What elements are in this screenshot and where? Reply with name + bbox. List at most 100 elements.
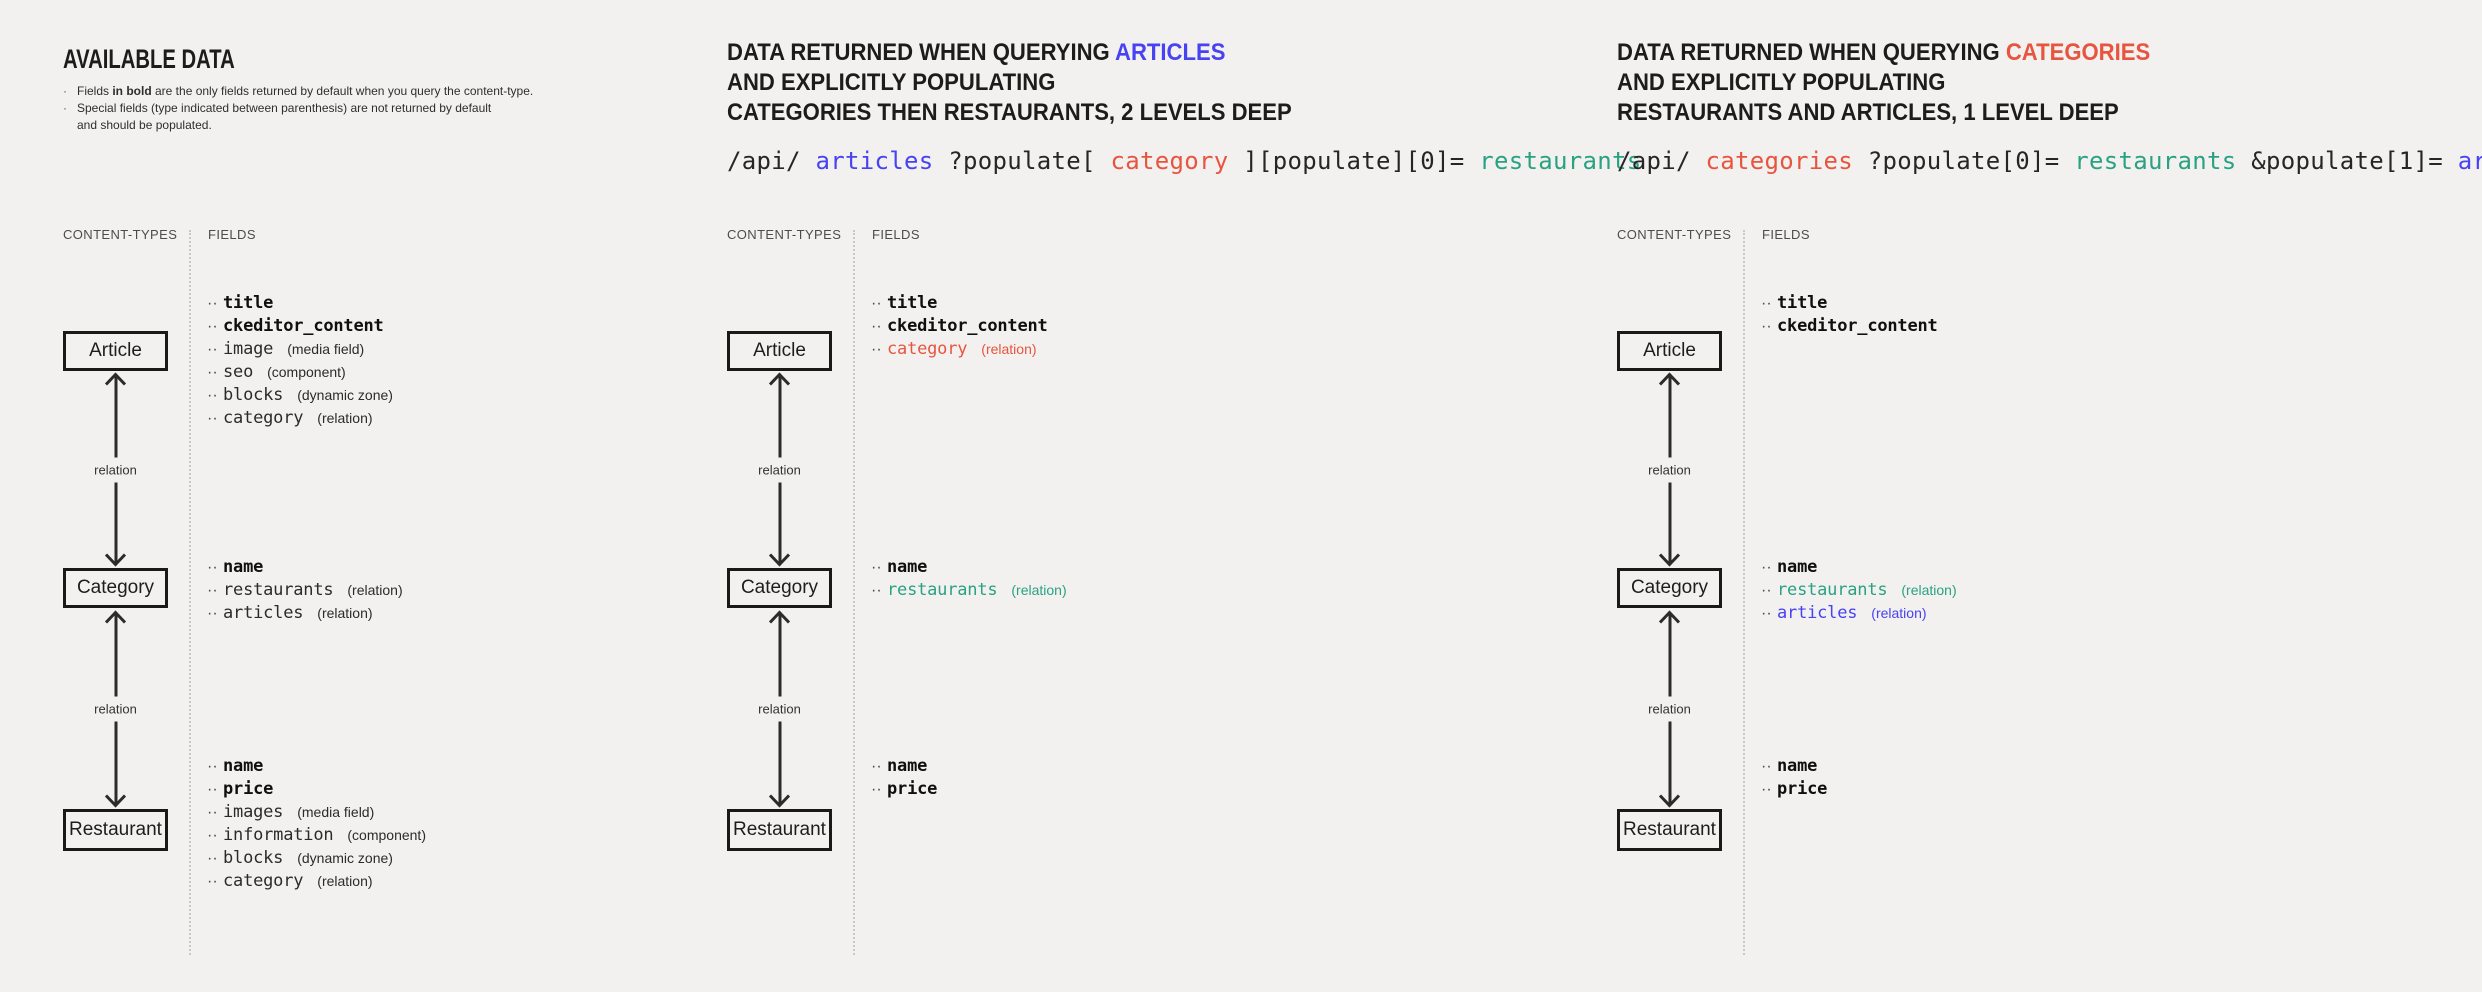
relation-arrow: relation — [92, 372, 139, 567]
field-row: ·category(relation) — [207, 870, 426, 893]
field-name: name — [1777, 756, 1818, 776]
bullet-icon: · — [1761, 556, 1777, 579]
field-row: ·name — [871, 755, 937, 778]
field-name: name — [887, 557, 928, 577]
field-type: (relation) — [981, 341, 1037, 357]
field-row: ·ckeditor_content — [207, 315, 393, 338]
bullet-icon: · — [1761, 755, 1777, 778]
bullet-icon: · — [207, 778, 223, 801]
field-row: ·name — [871, 556, 1067, 579]
bullet-icon: · — [871, 579, 887, 602]
content-type-box-article: Article — [63, 331, 168, 371]
content-type-box-article: Article — [1617, 331, 1722, 371]
field-row: ·category(relation) — [871, 338, 1048, 361]
arrowhead-down-icon — [104, 553, 127, 567]
field-row: ·seo(component) — [207, 361, 393, 384]
note-line: Special fields (type indicated between p… — [63, 100, 533, 117]
heading-text: DATA RETURNED WHEN QUERYING — [727, 39, 1116, 66]
field-name: name — [223, 557, 264, 577]
content-types-label: CONTENT-TYPES — [1617, 227, 1732, 242]
api-segment: restaurants — [1479, 147, 1642, 175]
bullet-icon — [63, 100, 77, 117]
fields-label: FIELDS — [208, 227, 256, 242]
notes: Fields in bold are the only fields retur… — [63, 83, 533, 134]
note-text: Special fields (type indicated between p… — [77, 101, 492, 115]
field-row: ·restaurants(relation) — [1761, 579, 1957, 602]
field-name: category — [223, 871, 304, 891]
bullet-icon: · — [207, 870, 223, 893]
relation-arrow: relation — [92, 610, 139, 808]
api-segment: articles — [815, 147, 934, 175]
api-segment: /api/ — [1617, 147, 1691, 175]
bullet-icon — [63, 83, 77, 100]
field-name: blocks — [223, 385, 284, 405]
relation-label: relation — [92, 696, 139, 722]
heading-line: RESTAURANTS AND ARTICLES, 1 LEVEL DEEP — [1617, 99, 2119, 126]
field-name: image — [223, 339, 274, 359]
column-query-articles: DATA RETURNED WHEN QUERYING ARTICLES AND… — [727, 0, 1641, 992]
field-row: ·price — [1761, 778, 1827, 801]
note-text: and should be populated. — [77, 118, 212, 132]
note-text: Fields in bold are the only fields retur… — [77, 84, 534, 98]
field-type: (media field) — [287, 341, 365, 357]
field-name: category — [887, 339, 968, 359]
bullet-icon: · — [207, 602, 223, 625]
fields-list-category: ·name ·restaurants(relation) ·articles(r… — [1761, 556, 1957, 625]
field-type: (media field) — [297, 804, 375, 820]
field-row: ·restaurants(relation) — [207, 579, 402, 602]
bullet-icon: · — [871, 292, 887, 315]
content-type-box-category: Category — [727, 568, 832, 608]
field-row: ·category(relation) — [207, 407, 393, 430]
field-row: ·restaurants (relation) — [871, 579, 1067, 602]
arrowhead-up-icon — [768, 372, 791, 386]
field-row: ·image (media field) — [207, 338, 393, 361]
relation-label: relation — [756, 457, 803, 482]
field-row: ·name — [207, 755, 426, 778]
field-type: (relation) — [1011, 582, 1067, 598]
heading-line: DATA RETURNED WHEN QUERYING ARTICLES — [727, 38, 1292, 68]
bullet-icon: · — [1761, 602, 1777, 625]
bullet-icon: · — [207, 315, 223, 338]
field-name: price — [223, 779, 274, 799]
dotted-divider — [1743, 230, 1745, 955]
field-row: ·blocks(dynamic zone) — [207, 384, 393, 407]
bullet-icon: · — [207, 292, 223, 315]
page-title: AVAILABLE DATA — [63, 44, 235, 74]
relation-arrow: relation — [756, 372, 803, 567]
fields-list-article: ·title ·ckeditor_content ·image(media fi… — [207, 292, 393, 430]
bullet-icon: · — [207, 847, 223, 870]
field-name: title — [887, 293, 938, 313]
dotted-divider — [189, 230, 191, 955]
heading-text: DATA RETURNED WHEN QUERYING — [1617, 39, 2006, 66]
column-query-categories: DATA RETURNED WHEN QUERYING CATEGORIES A… — [1617, 0, 2482, 992]
field-name: ckeditor_content — [1777, 316, 1938, 336]
api-segment: ?populate[ — [948, 147, 1096, 175]
field-type: (relation) — [317, 605, 373, 621]
heading-line: DATA RETURNED WHEN QUERYING CATEGORIES — [1617, 38, 2150, 68]
relation-label: relation — [92, 457, 139, 482]
content-type-box-article: Article — [727, 331, 832, 371]
arrowhead-down-icon — [768, 794, 791, 808]
bullet-icon: · — [871, 556, 887, 579]
bullet-icon: · — [1761, 778, 1777, 801]
bullet-icon: · — [871, 315, 887, 338]
api-segment: articles — [2457, 147, 2482, 175]
arrowhead-up-icon — [104, 372, 127, 386]
fields-list-article: ·title ·ckeditor_content — [1761, 292, 1938, 338]
field-name: price — [1777, 779, 1828, 799]
field-name: restaurants — [887, 580, 998, 600]
arrowhead-up-icon — [1658, 610, 1681, 624]
api-segment: /api/ — [727, 147, 801, 175]
field-row: ·articles (relation) — [207, 602, 403, 625]
field-name: seo — [223, 362, 254, 382]
bullet-icon: · — [207, 407, 223, 430]
bullet-icon: · — [207, 338, 223, 361]
field-row: ·images(media field) — [207, 801, 426, 824]
field-name: category — [223, 408, 304, 428]
field-name: restaurants — [223, 580, 334, 600]
relation-arrow: relation — [756, 610, 803, 808]
column-heading: DATA RETURNED WHEN QUERYING CATEGORIES A… — [1617, 38, 2150, 128]
field-name: articles — [223, 603, 304, 623]
field-row: ·title — [1761, 292, 1938, 315]
field-type: (relation) — [1901, 582, 1957, 598]
